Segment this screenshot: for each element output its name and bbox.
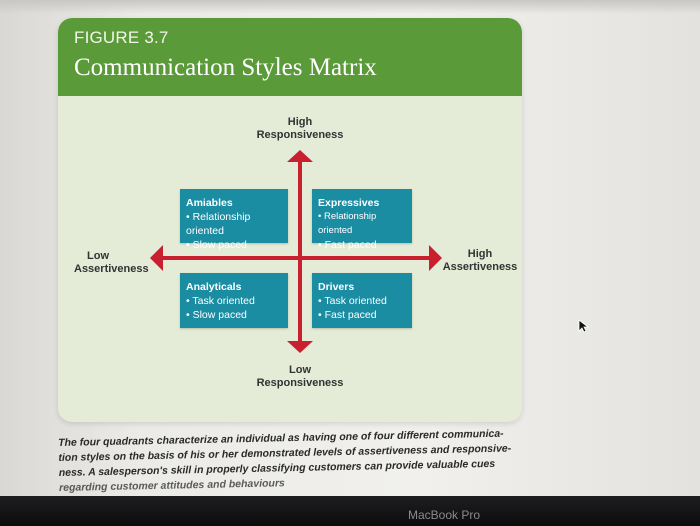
figure-header: FIGURE 3.7 Communication Styles Matrix <box>58 18 522 96</box>
arrow-down-icon <box>287 341 313 353</box>
laptop-bezel <box>0 496 700 526</box>
axis-right-name: Assertiveness <box>442 261 518 273</box>
quadrant-analyticals: Analyticals • Task oriented • Slow paced <box>180 273 288 328</box>
axis-bottom-name: Responsiveness <box>256 377 344 389</box>
axis-bottom-level: Low <box>289 364 311 376</box>
arrow-right-icon <box>429 245 442 271</box>
arrow-up-icon <box>287 150 313 162</box>
axis-right-level: High <box>467 248 493 260</box>
quadrant-item: • Slow paced <box>186 239 247 251</box>
quadrant-item: • Fast paced <box>318 239 377 251</box>
figure-number: FIGURE 3.7 <box>74 28 169 47</box>
figure-caption: The four quadrants characterize an indiv… <box>58 426 529 496</box>
axis-label-bottom: Low Responsiveness <box>242 364 358 390</box>
quadrant-title: Amiables <box>186 197 233 209</box>
mouse-pointer-icon <box>578 319 590 333</box>
axis-label-right: High Assertiveness <box>442 248 518 274</box>
axes-arrows <box>150 150 442 353</box>
quadrant-drivers: Drivers • Task oriented • Fast paced <box>312 273 412 328</box>
axis-left-level: Low <box>87 250 109 262</box>
axis-label-top: High Responsiveness <box>242 116 358 142</box>
quadrant-item: • Task oriented <box>186 295 255 307</box>
quadrant-item: • Task oriented <box>318 295 387 307</box>
axis-top-level: High <box>287 116 313 128</box>
axis-label-left: Low Assertiveness <box>60 250 160 276</box>
arrow-left-icon <box>150 245 163 271</box>
quadrant-title: Analyticals <box>186 281 242 293</box>
page-shadow <box>0 0 700 14</box>
quadrant-amiables: Amiables • Relationship oriented • Slow … <box>180 189 288 251</box>
quadrant-title: Expressives <box>318 197 380 209</box>
quadrant-item: • Relationship oriented <box>318 211 377 236</box>
figure-title: Communication Styles Matrix <box>74 54 377 81</box>
quadrant-title: Drivers <box>318 281 355 293</box>
quadrant-expressives: Expressives • Relationship oriented • Fa… <box>312 189 412 251</box>
quadrant-item: • Slow paced <box>186 309 247 321</box>
quadrant-item: • Fast paced <box>318 309 377 321</box>
laptop-brand: MacBook Pro <box>408 508 481 522</box>
figure-card: FIGURE 3.7 Communication Styles Matrix H… <box>58 18 522 422</box>
axis-top-name: Responsiveness <box>256 129 344 141</box>
axis-left-name: Assertiveness <box>74 263 149 275</box>
quadrant-item: • Relationship oriented <box>186 211 251 237</box>
